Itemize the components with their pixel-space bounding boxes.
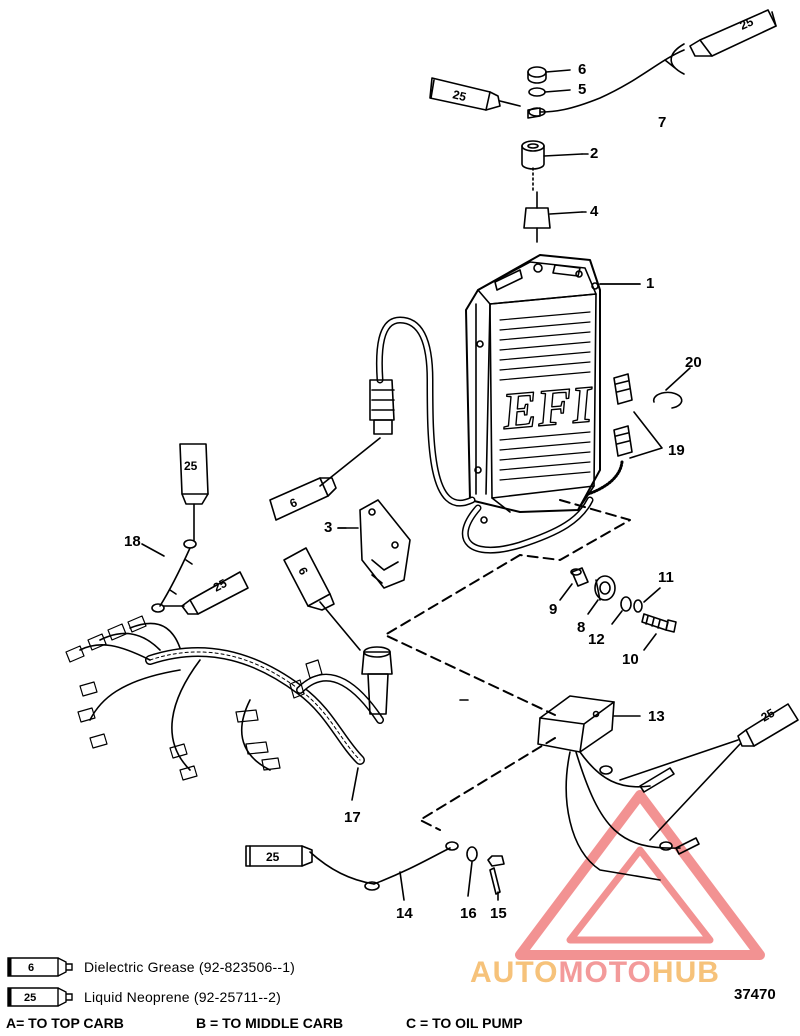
- rectifier-13: [537, 695, 615, 753]
- washer-16: [466, 846, 478, 862]
- callout-18: 18: [124, 533, 141, 550]
- destination-c: C = TO OIL PUMP: [406, 1015, 523, 1031]
- callout-15: 15: [490, 905, 507, 922]
- bushing-9: [570, 567, 589, 587]
- grommet-8: [594, 575, 616, 601]
- callout-12: 12: [588, 631, 605, 648]
- connector-19-upper: [613, 373, 633, 405]
- callout-16: 16: [460, 905, 477, 922]
- harness-round-connector: [361, 646, 393, 715]
- watermark-part-2: MOTO: [558, 956, 652, 989]
- tube-label-left-vertical: 25: [184, 459, 198, 473]
- legend-label-grease: Dielectric Grease (92-823506--1): [84, 959, 296, 975]
- callout-11: 11: [658, 569, 674, 586]
- callout-8: 8: [577, 619, 586, 636]
- harness-terminals: [65, 615, 323, 781]
- tube-left-vertical: [179, 443, 209, 541]
- wire-14: [309, 841, 459, 901]
- legend-tube-icon: 6: [7, 957, 73, 977]
- cable-7: [539, 49, 685, 113]
- main-harness-17: [79, 622, 384, 771]
- tube-top-right: [689, 9, 777, 57]
- bracket-3: [359, 499, 411, 589]
- tube-label-right: 25: [759, 706, 778, 725]
- washer-11: [633, 599, 643, 613]
- tube-bottom-neoprene: [245, 845, 313, 867]
- callout-6: 6: [578, 61, 587, 78]
- tube-label-left-angled: 25: [211, 576, 230, 595]
- tube-grease-harness: [283, 547, 335, 611]
- tube-right-neoprene: [737, 703, 799, 747]
- module-logo: EFI: [499, 376, 596, 441]
- callout-3: 3: [324, 519, 333, 536]
- tube-label-top-right: 25: [738, 14, 756, 32]
- callout-5: 5: [578, 81, 587, 98]
- tube-left-angled: [181, 571, 249, 615]
- tube-label-harness: 6: [295, 565, 311, 578]
- destination-b: B = TO MIDDLE CARB: [196, 1015, 344, 1031]
- connector-19-lower: [613, 425, 633, 457]
- callout-2: 2: [590, 145, 599, 162]
- legend-code-grease: 6: [28, 962, 34, 974]
- bolt-10: [641, 613, 677, 633]
- callout-14: 14: [396, 905, 413, 922]
- callout-9: 9: [549, 601, 558, 618]
- ecu-module-1: [465, 254, 601, 524]
- routing-dash-2: [384, 554, 556, 716]
- tube-label-bottom: 25: [266, 850, 280, 864]
- legend-label-neoprene: Liquid Neoprene (92-25711--2): [84, 989, 281, 1005]
- callout-1: 1: [646, 275, 655, 292]
- legend-grease: 6 Dielectric Grease (92-823506--1): [6, 954, 295, 980]
- harness-connector: [369, 379, 395, 435]
- spacer-2: [521, 140, 545, 170]
- routing-dash-1: [519, 499, 631, 561]
- watermark-part-1: AUTO: [470, 956, 559, 989]
- tube-label-center: 6: [288, 495, 300, 511]
- nut-6: [527, 66, 547, 84]
- washer-12: [620, 596, 632, 612]
- watermark-triangle: [515, 790, 765, 960]
- callout-20: 20: [685, 354, 702, 371]
- tube-top-left: [429, 77, 521, 111]
- callout-19: 19: [668, 442, 685, 459]
- figure-number: 37470: [734, 986, 776, 1003]
- tube-grease-center: [269, 477, 337, 521]
- callout-10: 10: [622, 651, 639, 668]
- legend-neoprene: 25 Liquid Neoprene (92-25711--2): [6, 984, 281, 1010]
- watermark-text: AUTOMOTOHUB: [470, 956, 720, 990]
- legend-tube-icon: 25: [7, 987, 73, 1007]
- routing-dash-3: [419, 737, 556, 831]
- washer-5: [528, 87, 546, 97]
- wire-18: [151, 539, 197, 613]
- bolt-15: [487, 855, 505, 895]
- stud-4: [523, 191, 551, 243]
- callout-7: 7: [658, 114, 667, 131]
- tube-label-top-left: 25: [451, 87, 468, 104]
- destination-a: A= TO TOP CARB: [6, 1015, 124, 1031]
- callout-17: 17: [344, 809, 361, 826]
- clip-20: [652, 391, 683, 409]
- watermark-part-3: HUB: [651, 956, 720, 989]
- callout-13: 13: [648, 708, 665, 725]
- legend-code-neoprene: 25: [24, 992, 36, 1004]
- callout-4: 4: [590, 203, 599, 220]
